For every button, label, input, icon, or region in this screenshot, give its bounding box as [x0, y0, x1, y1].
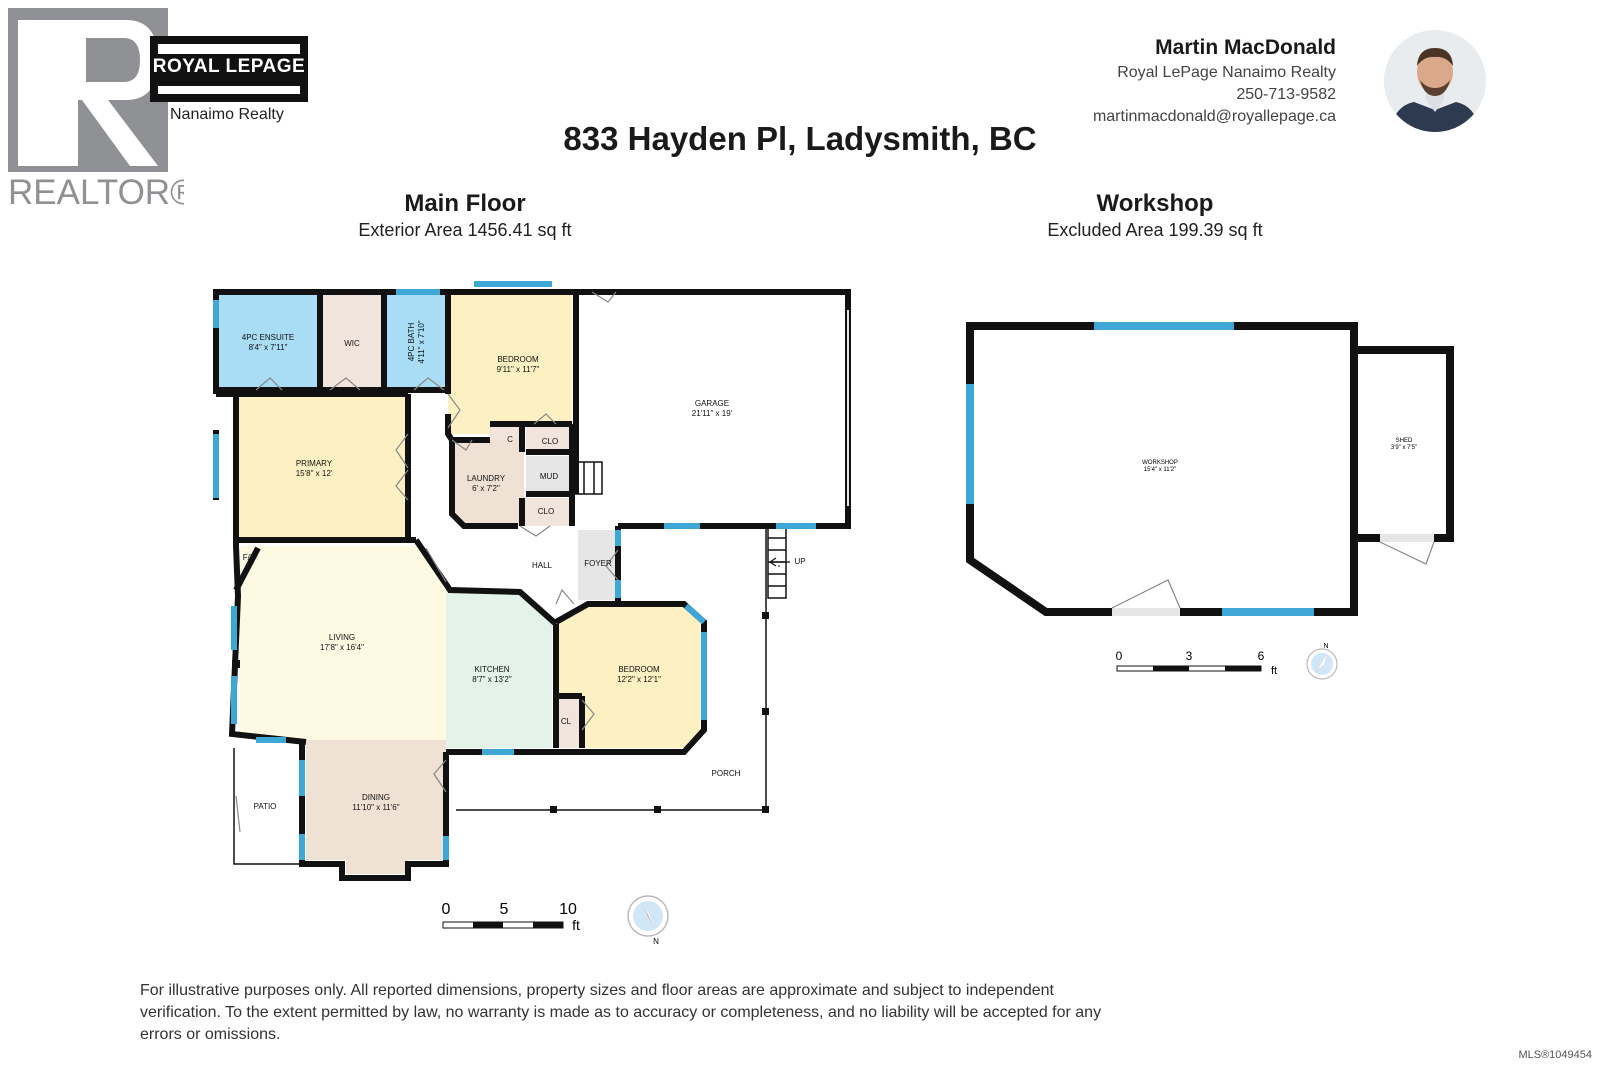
workshop-scale-bar: 0 3 6 ft [1116, 649, 1277, 677]
workshop-scale-tick-1: 3 [1186, 649, 1193, 663]
dim-bedroom-2: 12'2" x 12'1" [617, 675, 661, 684]
room-cl [556, 696, 582, 748]
label-c: C [507, 435, 513, 444]
label-clo-1: CLO [542, 437, 558, 446]
label-dining: DINING [362, 793, 390, 802]
brokerage-logo-sub: Nanaimo Realty [170, 106, 284, 123]
room-ensuite [216, 294, 320, 390]
main-scale-unit: ft [572, 917, 580, 933]
door-swings [235, 291, 619, 833]
room-clo-1 [526, 424, 572, 452]
label-porch: PORCH [712, 769, 741, 778]
room-workshop [970, 326, 1354, 612]
dim-laundry: 6' x 7'2" [472, 484, 500, 493]
label-bedroom-1: BEDROOM [497, 355, 539, 364]
main-floor-plan [216, 294, 848, 874]
porch-posts [232, 612, 769, 813]
workshop-scale-unit: ft [1271, 665, 1277, 677]
workshop-scale-tick-0: 0 [1116, 649, 1123, 663]
realtor-logo: REALTOR® [8, 8, 196, 213]
label-bath: 4PC BATH [407, 323, 416, 362]
realtor-wordmark: REALTOR® [8, 173, 184, 212]
workshop-area: Excluded Area 199.39 sq ft [1047, 220, 1263, 240]
room-mud [526, 456, 572, 494]
dim-ensuite: 8'4" x 7'11" [249, 343, 288, 352]
page-title: 833 Hayden Pl, Ladysmith, BC [563, 120, 1037, 157]
label-workshop: WORKSHOP [1142, 460, 1178, 466]
mls-number: MLS®1049454 [1518, 1049, 1592, 1061]
dim-workshop: 15'4" x 11'2" [1144, 467, 1176, 473]
label-cl: CL [561, 717, 572, 726]
dim-primary: 15'8" x 12' [296, 469, 333, 478]
label-kitchen: KITCHEN [474, 665, 509, 674]
agent-brokerage: Royal LePage Nanaimo Realty [1117, 64, 1336, 81]
label-clo-2: CLO [538, 507, 554, 516]
room-bedroom-1 [448, 294, 572, 434]
dim-kitchen: 8'7" x 13'2" [472, 675, 512, 684]
main-scale-tick-2: 10 [559, 901, 577, 918]
agent-email[interactable]: martinmacdonald@royallepage.ca [1092, 108, 1336, 125]
room-clo-2 [518, 498, 572, 526]
workshop-compass-icon: N [1306, 643, 1338, 680]
disclaimer: For illustrative purposes only. All repo… [140, 982, 1102, 1043]
dim-dining: 11'10" x 11'6" [352, 803, 399, 812]
dim-garage: 21'11" x 19' [692, 409, 733, 418]
agent-avatar [1384, 30, 1486, 132]
label-shed: SHED [1396, 438, 1413, 444]
room-kitchen [446, 590, 552, 748]
room-shed [1358, 350, 1450, 536]
workshop-compass-label: N [1323, 643, 1328, 650]
label-hall: HALL [532, 561, 553, 570]
label-primary: PRIMARY [296, 459, 333, 468]
brokerage-logo-text: ROYAL LEPAGE [152, 56, 306, 77]
room-bath [384, 294, 448, 390]
room-foyer [578, 530, 618, 600]
workshop-title: Workshop [1096, 190, 1214, 217]
dim-bath: 4'11" x 7'10" [417, 320, 426, 363]
label-fp: F/P [243, 553, 255, 562]
label-garage: GARAGE [695, 399, 729, 408]
label-wic: WIC [344, 339, 360, 348]
label-mud: MUD [540, 472, 558, 481]
label-patio: PATIO [254, 802, 277, 811]
main-compass-icon: N [627, 895, 669, 946]
label-laundry: LAUNDRY [467, 474, 506, 483]
label-up: UP [794, 557, 805, 566]
room-dining [306, 740, 446, 874]
main-scale-bar: 0 5 10 ft [442, 901, 580, 933]
room-laundry [452, 440, 524, 526]
main-scale-tick-0: 0 [442, 901, 451, 918]
label-bedroom-2: BEDROOM [618, 665, 660, 674]
main-floor-area: Exterior Area 1456.41 sq ft [358, 220, 572, 240]
main-compass-label: N [653, 937, 659, 946]
main-scale-tick-1: 5 [500, 901, 509, 918]
room-wic [320, 294, 384, 390]
label-living: LIVING [329, 633, 355, 642]
label-foyer: FOYER [584, 559, 612, 568]
dim-bedroom-1: 9'11" x 11'7" [497, 365, 540, 374]
dim-shed: 3'9" x 7'5" [1391, 445, 1417, 451]
dim-living: 17'8" x 16'4" [320, 643, 364, 652]
agent-name: Martin MacDonald [1155, 36, 1336, 59]
workshop-scale-tick-2: 6 [1258, 649, 1265, 663]
brokerage-logo: ROYAL LEPAGE Nanaimo Realty [150, 36, 308, 128]
agent-phone[interactable]: 250-713-9582 [1236, 86, 1336, 103]
room-primary [236, 394, 408, 538]
label-ensuite: 4PC ENSUITE [242, 333, 294, 342]
room-living [240, 546, 446, 740]
main-floor-title: Main Floor [404, 190, 526, 217]
workshop-plan: WORKSHOP 15'4" x 11'2" SHED 3'9" x 7'5" [966, 322, 1454, 616]
main-floor-windows [213, 281, 816, 860]
room-garage [576, 294, 848, 524]
